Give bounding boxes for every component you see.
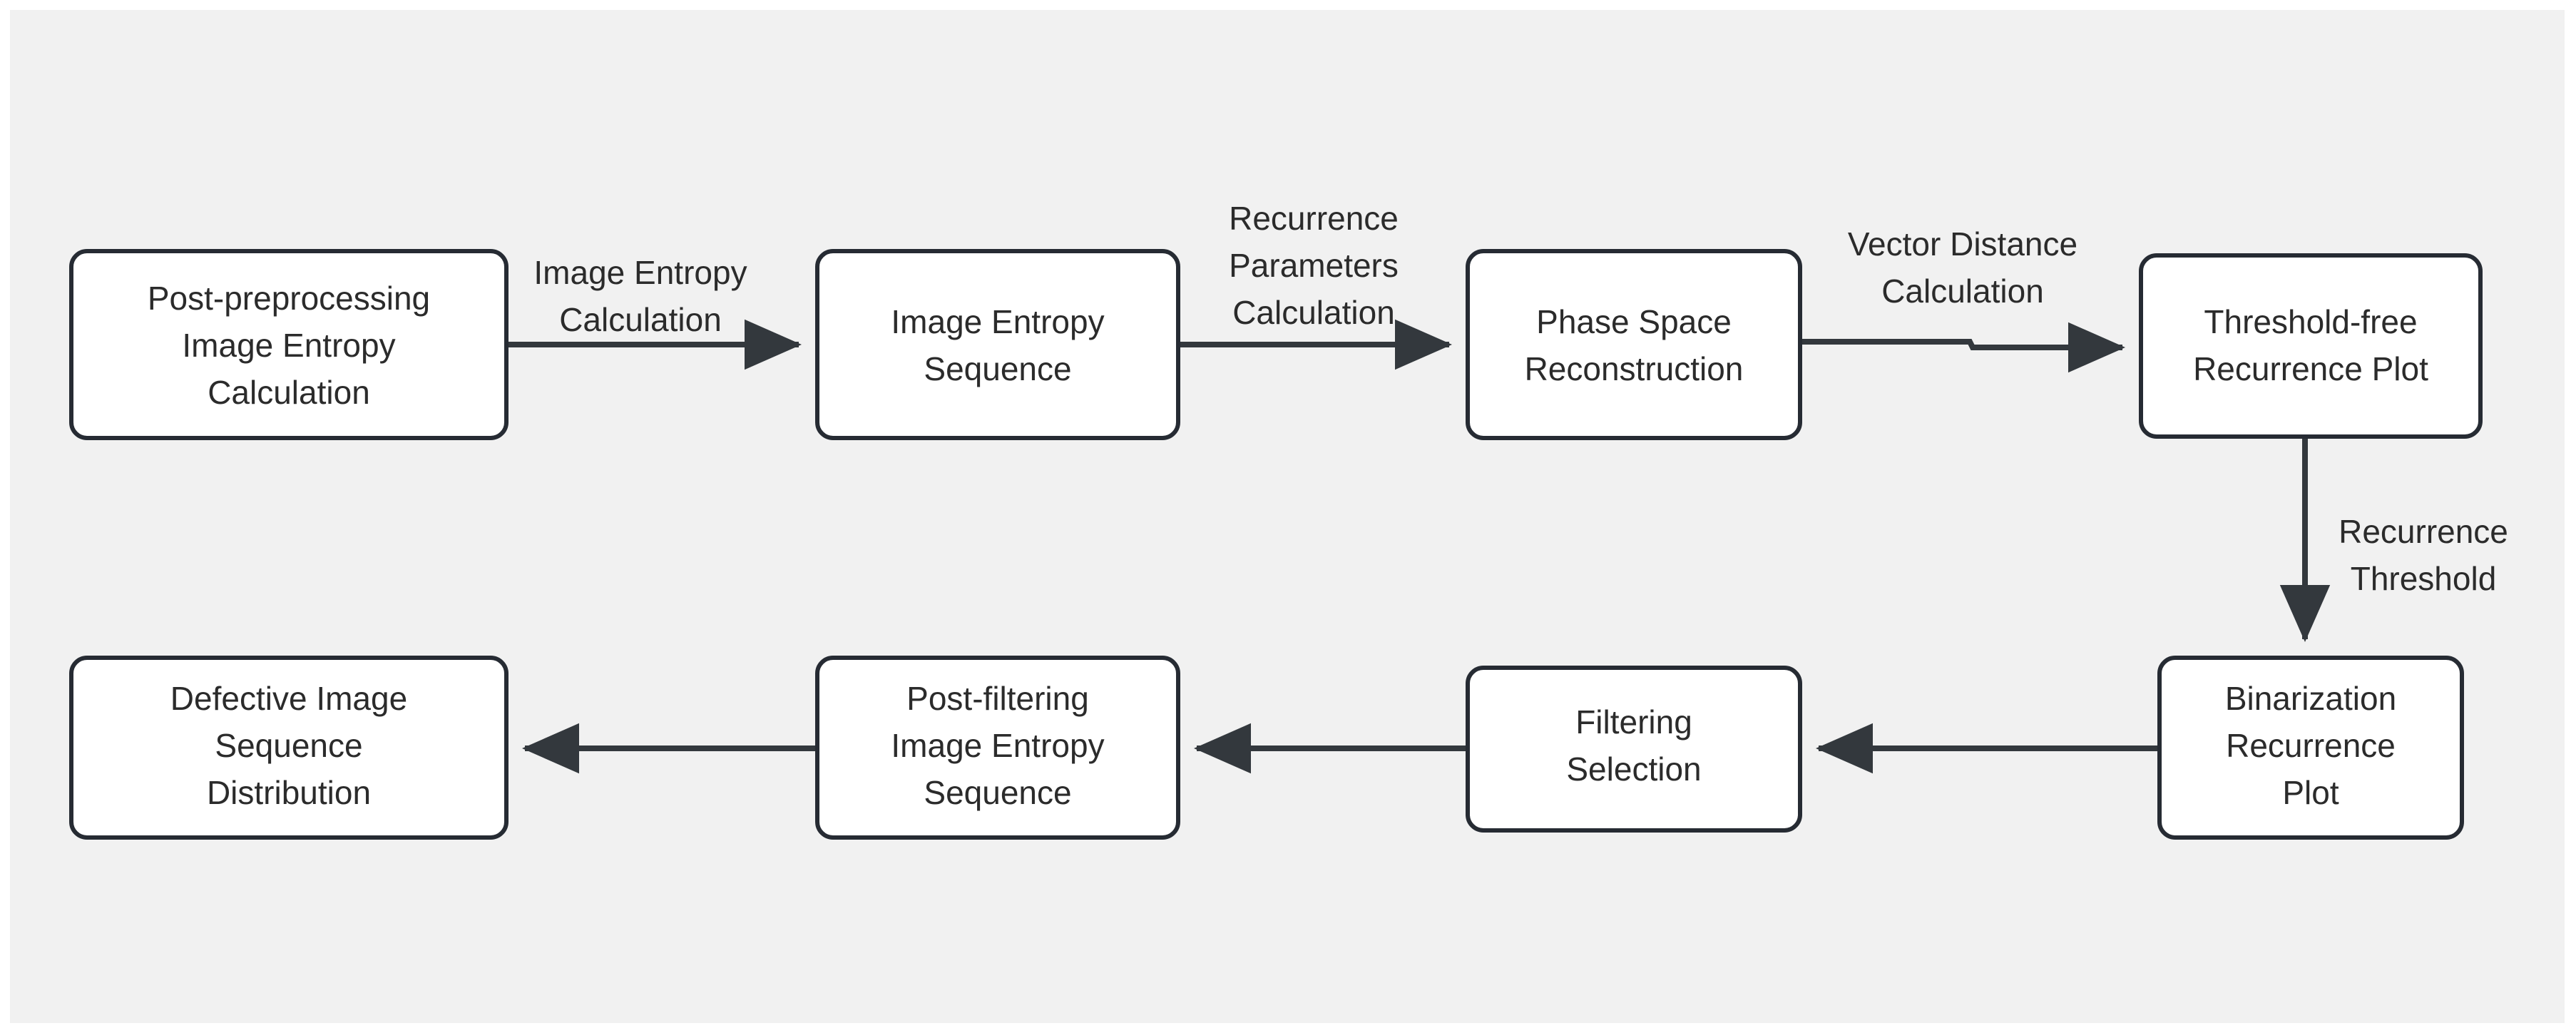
edge-label-line: Recurrence: [2339, 513, 2508, 550]
node-image-entropy-sequence[interactable]: Image Entropy Sequence: [815, 249, 1180, 440]
edge-label-line: Parameters: [1229, 247, 1399, 284]
node-label-line: Calculation: [208, 374, 370, 411]
node-label-line: Post-filtering: [906, 680, 1089, 717]
node-box[interactable]: [69, 249, 508, 440]
node-filtering-selection[interactable]: Filtering Selection: [1466, 666, 1802, 833]
edge-label-line: Threshold: [2351, 560, 2497, 597]
node-post-filtering-image-entropy-sequence[interactable]: Post-filtering Image Entropy Sequence: [815, 656, 1180, 840]
node-box[interactable]: [815, 249, 1180, 440]
node-label-line: Image Entropy: [182, 327, 395, 364]
node-label-line: Reconstruction: [1525, 350, 1744, 387]
node-label-line: Image Entropy: [891, 303, 1104, 340]
node-label-line: Sequence: [215, 727, 362, 764]
node-box[interactable]: [2157, 656, 2464, 840]
node-defective-image-sequence-distribution[interactable]: Defective Image Sequence Distribution: [69, 656, 508, 840]
node-label-line: Plot: [2282, 774, 2339, 811]
edge-line-vector-distance-calculation: [1801, 322, 2125, 373]
edge-vector-distance-calculation: Vector Distance Calculation: [1801, 225, 2125, 373]
diagram-canvas: [10, 10, 2565, 1023]
node-box[interactable]: [1466, 666, 1802, 833]
edge-label-line: Recurrence: [1229, 200, 1399, 237]
node-box[interactable]: [69, 656, 508, 840]
node-phase-space-reconstruction[interactable]: Phase Space Reconstruction: [1466, 249, 1802, 440]
node-binarization-recurrence-plot[interactable]: Binarization Recurrence Plot: [2157, 656, 2464, 840]
node-label-line: Sequence: [924, 350, 1071, 387]
node-label-line: Image Entropy: [891, 727, 1104, 764]
edge-recurrence-threshold: Recurrence Threshold: [2279, 438, 2508, 642]
node-post-preprocessing-image-entropy-calculation[interactable]: Post-preprocessing Image Entropy Calcula…: [69, 249, 508, 440]
node-label-line: Distribution: [207, 774, 371, 811]
node-box[interactable]: [815, 656, 1180, 840]
edge-image-entropy-calculation: Image Entropy Calculation: [508, 254, 802, 370]
edge-label-line: Image Entropy: [533, 254, 747, 291]
node-label-line: Defective Image: [170, 680, 407, 717]
node-label-line: Recurrence Plot: [2193, 350, 2428, 387]
node-label-line: Post-preprocessing: [148, 280, 430, 317]
node-label-line: Sequence: [924, 774, 1071, 811]
node-label-line: Filtering: [1575, 703, 1692, 741]
node-label-line: Threshold-free: [2204, 303, 2417, 340]
edge-label-line: Calculation: [1232, 294, 1395, 331]
edge-label-line: Vector Distance: [1848, 225, 2077, 263]
node-label-line: Phase Space: [1536, 303, 1732, 340]
node-threshold-free-recurrence-plot[interactable]: Threshold-free Recurrence Plot: [2139, 253, 2483, 439]
edge-label-line: Calculation: [1881, 273, 2044, 310]
node-box[interactable]: [2139, 253, 2483, 439]
node-box[interactable]: [1466, 249, 1802, 440]
node-label-line: Selection: [1566, 750, 1701, 788]
edge-recurrence-parameters-calculation: Recurrence Parameters Calculation: [1180, 200, 1452, 370]
node-label-line: Recurrence: [2226, 727, 2396, 764]
edge-label-line: Calculation: [559, 301, 722, 338]
node-label-line: Binarization: [2225, 680, 2396, 717]
